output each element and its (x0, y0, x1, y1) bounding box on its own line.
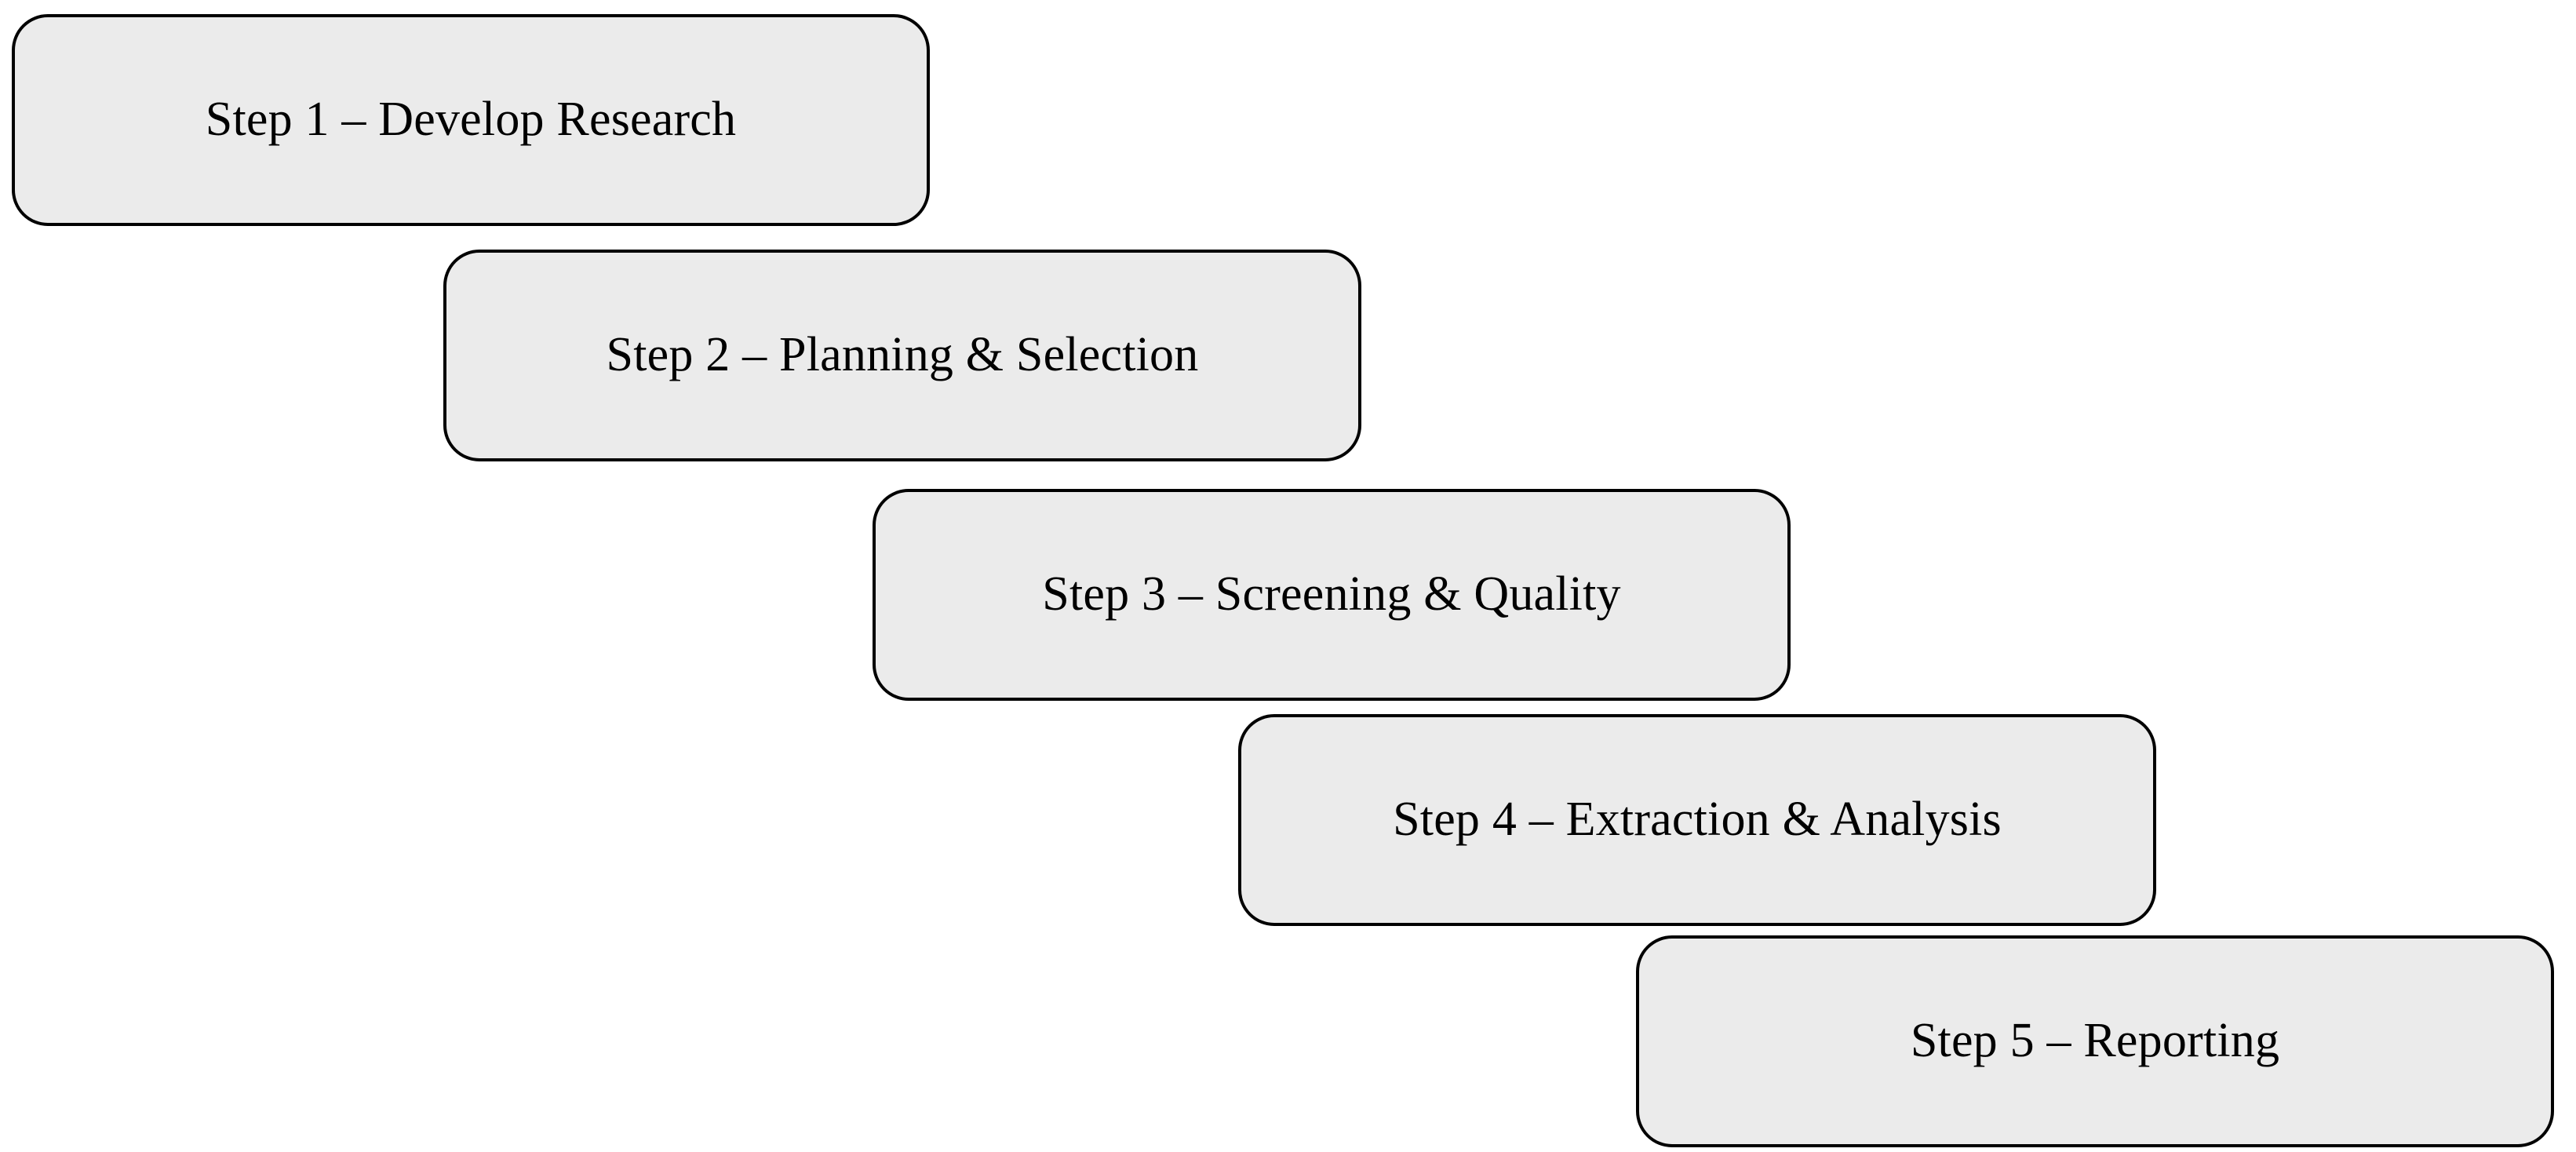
step-box-3[interactable]: Step 3 – Screening & Quality (873, 489, 1791, 701)
step-box-5-label: Step 5 – Reporting (1910, 1014, 2280, 1068)
step-box-4-label: Step 4 – Extraction & Analysis (1393, 793, 2002, 847)
step-box-2[interactable]: Step 2 – Planning & Selection (443, 250, 1361, 461)
step-box-4[interactable]: Step 4 – Extraction & Analysis (1238, 714, 2156, 926)
step-box-3-label: Step 3 – Screening & Quality (1042, 567, 1621, 622)
step-box-5[interactable]: Step 5 – Reporting (1636, 935, 2554, 1147)
step-box-1[interactable]: Step 1 – Develop Research (12, 14, 930, 226)
step-box-1-label: Step 1 – Develop Research (205, 93, 737, 147)
step-box-2-label: Step 2 – Planning & Selection (606, 328, 1199, 382)
